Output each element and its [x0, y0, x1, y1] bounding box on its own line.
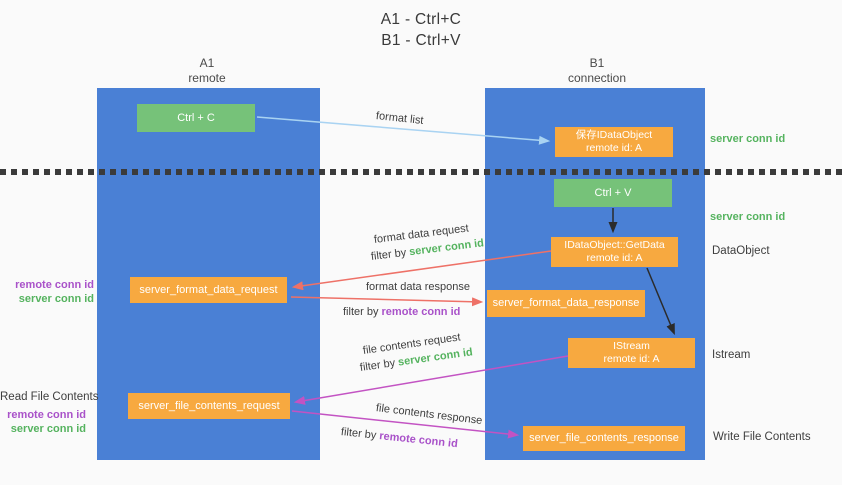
left-label-remote-conn-id-1: remote conn id	[15, 279, 94, 291]
edge-label-format-data-response: format data response	[366, 281, 470, 293]
diagram-title: A1 - Ctrl+C B1 - Ctrl+V	[0, 9, 842, 51]
arrow-getdata-to-istream	[646, 267, 675, 336]
left-label-read-file-contents: Read File Contents	[0, 391, 99, 403]
title-line-1: A1 - Ctrl+C	[380, 11, 462, 28]
node-save-idataobject: 保存IDataObject remote id: A	[555, 127, 673, 157]
column-header-a1: A1 remote	[147, 56, 267, 85]
arrow-file-contents-request	[293, 355, 569, 405]
column-b-name: B1	[589, 56, 605, 70]
node-save-idataobject-line2: remote id: A	[585, 142, 643, 154]
remote-conn-id-text: remote conn id	[381, 306, 461, 318]
copy-paste-divider	[0, 169, 842, 175]
arrow-format-data-request	[291, 250, 552, 291]
right-label-write-file-contents: Write File Contents	[713, 431, 811, 443]
node-istream-line2: remote id: A	[603, 353, 660, 365]
left-label-server-conn-id-1: server conn id	[18, 293, 94, 305]
node-server-file-contents-request: server_file_contents_request	[128, 393, 290, 419]
right-label-server-conn-id-2: server conn id	[710, 211, 786, 223]
node-getdata-line2: remote id: A	[586, 252, 643, 264]
node-ctrl-v-label: Ctrl + V	[594, 186, 632, 199]
node-server-format-data-request: server_format_data_request	[130, 277, 287, 303]
column-a-subtitle: remote	[188, 70, 226, 85]
node-istream: IStream remote id: A	[568, 338, 695, 368]
node-server-file-contents-response: server_file_contents_response	[523, 426, 685, 451]
node-idataobject-getdata: IDataObject::GetData remote id: A	[551, 237, 678, 267]
column-a-name: A1	[199, 56, 215, 70]
right-label-istream: Istream	[712, 349, 751, 361]
edge-label-filter-by-remote-conn-id-1: filter by remote conn id	[343, 306, 460, 318]
node-file-response-label: server_file_contents_response	[529, 432, 679, 444]
node-istream-line1: IStream	[613, 340, 650, 352]
node-format-request-label: server_format_data_request	[139, 283, 278, 296]
node-ctrl-c-label: Ctrl + C	[177, 111, 215, 124]
node-server-format-data-response: server_format_data_response	[487, 290, 645, 317]
arrow-format-data-response	[290, 296, 484, 307]
node-getdata-line1: IDataObject::GetData	[564, 239, 665, 251]
filter-prefix: filter by	[343, 306, 382, 318]
column-header-b1: B1 connection	[537, 56, 657, 85]
node-ctrl-v: Ctrl + V	[554, 179, 672, 207]
node-save-idataobject-line1: 保存IDataObject	[575, 129, 653, 141]
title-line-2: B1 - Ctrl+V	[381, 32, 461, 49]
left-label-server-conn-id-2: server conn id	[10, 423, 86, 435]
column-b-subtitle: connection	[567, 70, 627, 85]
node-file-request-label: server_file_contents_request	[138, 399, 280, 412]
arrow-format-list	[256, 116, 551, 145]
node-ctrl-c: Ctrl + C	[137, 104, 255, 132]
node-format-response-label: server_format_data_response	[492, 297, 640, 309]
arrow-file-contents-response	[291, 410, 520, 439]
right-label-server-conn-id-1: server conn id	[710, 133, 786, 145]
left-label-remote-conn-id-2: remote conn id	[7, 409, 86, 421]
right-label-dataobject: DataObject	[712, 245, 770, 257]
